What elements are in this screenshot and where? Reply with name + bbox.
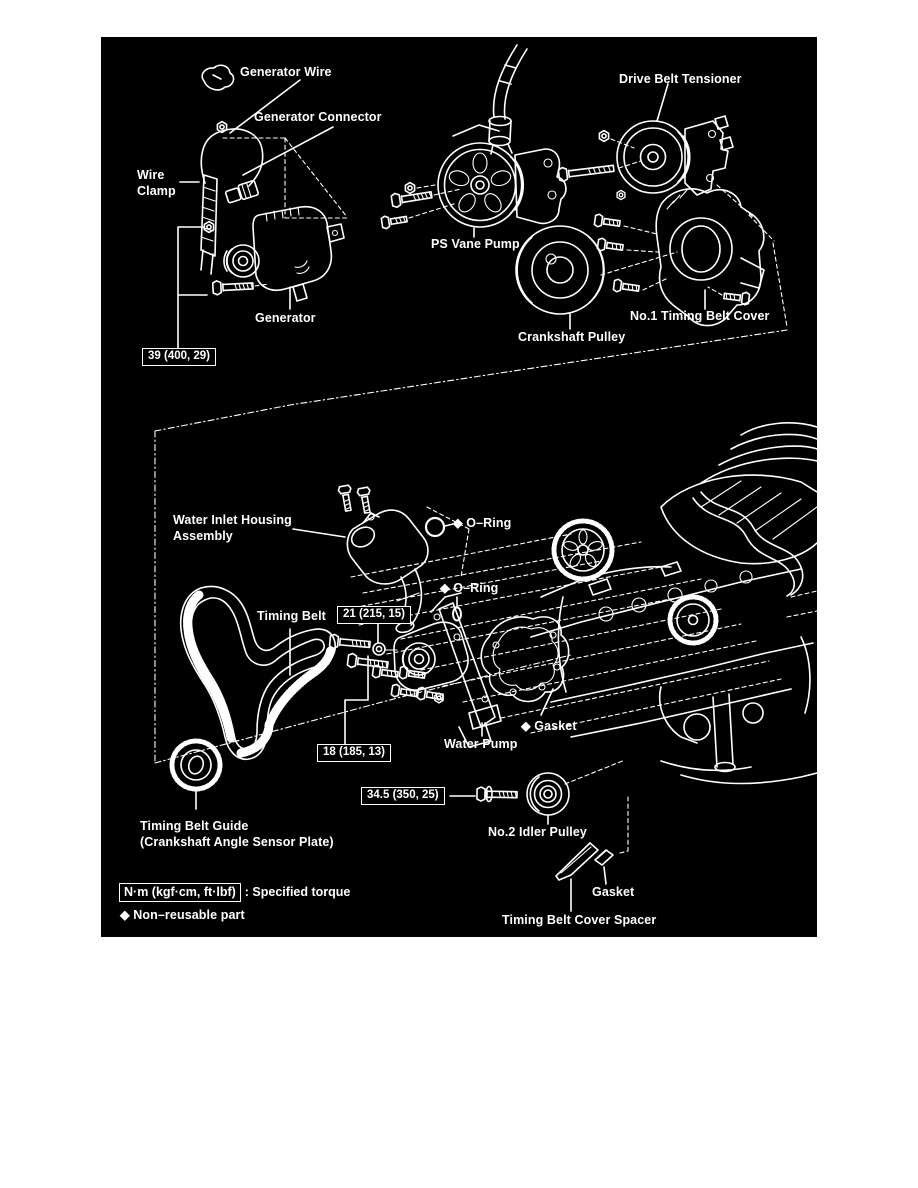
torque-box-water-pump-bolt: 18 (185, 13) xyxy=(317,744,392,762)
drive-belt-tensioner-drawing xyxy=(557,83,754,218)
label-timing-belt-guide: Timing Belt Guide (Crankshaft Angle Sens… xyxy=(140,819,334,849)
label-generator: Generator xyxy=(255,311,316,325)
timing-belt-guide-drawing xyxy=(169,738,223,810)
torque-box-generator-bolt: 39 (400, 29) xyxy=(142,348,217,366)
o-ring-drawings xyxy=(424,516,462,622)
torque-box-water-inlet-bolt: 21 (215, 15) xyxy=(337,606,412,624)
label-gasket-2: Gasket xyxy=(592,885,635,899)
label-o-ring-2: ◆ O–Ring xyxy=(440,581,499,595)
label-o-ring-1: ◆ O–Ring xyxy=(453,516,512,530)
label-no1-timing-belt-cover: No.1 Timing Belt Cover xyxy=(630,309,770,323)
ps-vane-pump-drawing xyxy=(380,44,567,238)
label-wire-clamp: Wire Clamp xyxy=(137,168,176,198)
no1-timing-belt-cover-drawing xyxy=(593,188,765,327)
legend-non-reusable: ◆ Non–reusable part xyxy=(120,908,245,922)
water-pump-drawing xyxy=(328,592,502,748)
generator-assembly-drawing xyxy=(177,64,348,349)
label-gasket-1: ◆ Gasket xyxy=(521,719,577,733)
crankshaft-pulley-drawing xyxy=(515,225,678,330)
legend-torque-note: : Specified torque xyxy=(244,885,351,900)
label-ps-vane-pump: PS Vane Pump xyxy=(431,237,520,251)
label-water-inlet-housing: Water Inlet Housing Assembly xyxy=(173,513,292,543)
label-no2-idler-pulley: No.2 Idler Pulley xyxy=(488,825,587,839)
legend-torque: N·m (kgf·cm, ft·lbf) : Specified torque xyxy=(119,883,350,902)
label-generator-connector: Generator Connector xyxy=(254,110,382,124)
label-crankshaft-pulley: Crankshaft Pulley xyxy=(518,330,626,344)
engine-parts-exploded-diagram: Generator Wire Generator Connector Wire … xyxy=(101,37,817,937)
legend-torque-unit-box: N·m (kgf·cm, ft·lbf) xyxy=(119,883,241,902)
diagram-line-art xyxy=(154,44,817,912)
label-timing-belt-cover-spacer: Timing Belt Cover Spacer xyxy=(502,913,657,927)
water-pump-gasket-drawing xyxy=(480,616,570,716)
label-water-pump: Water Pump xyxy=(444,737,518,751)
label-drive-belt-tensioner: Drive Belt Tensioner xyxy=(619,72,742,86)
label-generator-wire: Generator Wire xyxy=(240,65,332,79)
timing-belt-drawing xyxy=(179,585,337,761)
label-timing-belt: Timing Belt xyxy=(257,609,326,623)
torque-box-idler-pulley-bolt: 34.5 (350, 25) xyxy=(361,787,445,805)
engine-block-drawing xyxy=(346,422,817,785)
projection-dashed-lines xyxy=(154,214,788,764)
no2-idler-pulley-drawing xyxy=(449,759,629,854)
spacer-and-gasket-drawing xyxy=(555,842,614,912)
